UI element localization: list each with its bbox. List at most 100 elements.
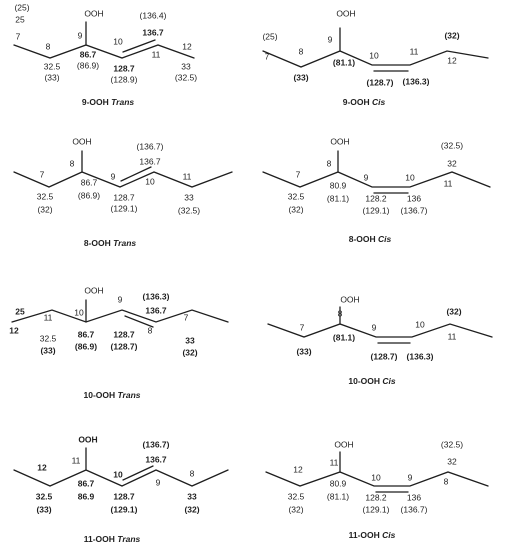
label: 32 bbox=[447, 158, 457, 168]
label: 8 bbox=[70, 158, 75, 168]
label: (25) bbox=[14, 2, 29, 12]
label: (81.1) bbox=[333, 332, 355, 342]
label: 11 bbox=[72, 455, 81, 465]
label: 11 bbox=[44, 312, 53, 322]
label: 86.7 bbox=[78, 478, 95, 488]
label: 128.7 bbox=[113, 192, 135, 202]
label: (32.5) bbox=[441, 140, 463, 150]
carbon-chain bbox=[13, 469, 229, 487]
label: 8 bbox=[190, 468, 195, 478]
label: 80.9 bbox=[330, 180, 347, 190]
label: 32.5 bbox=[44, 61, 61, 71]
label: 32 bbox=[447, 456, 457, 466]
label: (33) bbox=[36, 504, 51, 514]
label: 128.7 bbox=[113, 329, 135, 339]
carbon-chain bbox=[265, 471, 489, 487]
caption: 9-OOH Trans bbox=[82, 97, 135, 107]
label: (32.5) bbox=[178, 205, 200, 215]
label: (86.9) bbox=[77, 60, 99, 70]
label: 7 bbox=[300, 322, 305, 332]
label: 32.5 bbox=[37, 191, 54, 201]
label: (32) bbox=[184, 504, 199, 514]
label: 8 bbox=[46, 41, 51, 51]
label: 10 bbox=[113, 469, 123, 479]
label: OOH bbox=[84, 8, 103, 18]
label: 7 bbox=[184, 312, 189, 322]
label: (86.9) bbox=[75, 341, 97, 351]
label: 136.7 bbox=[145, 454, 167, 464]
structure-11-ooh-trans: 12 32.5 (33) OOH 11 86.7 86.9 10 128.7 (… bbox=[13, 434, 229, 544]
label: (81.1) bbox=[327, 491, 349, 501]
label: (32) bbox=[37, 204, 52, 214]
label: (136.7) bbox=[137, 141, 164, 151]
label: OOH bbox=[334, 439, 353, 449]
label: 25 bbox=[15, 306, 25, 316]
carbon-chain bbox=[13, 171, 233, 188]
label: 10 bbox=[371, 472, 381, 482]
label: 32.5 bbox=[288, 491, 305, 501]
label: (81.1) bbox=[327, 193, 349, 203]
label: 9 bbox=[118, 294, 123, 304]
caption: 8-OOH Cis bbox=[349, 234, 392, 244]
label: (129.1) bbox=[111, 504, 138, 514]
label: 7 bbox=[40, 169, 45, 179]
structure-8-ooh-trans: 7 32.5 (32) OOH 8 86.7 (86.9) 9 128.7 (1… bbox=[13, 136, 233, 248]
label: (136.3) bbox=[143, 291, 170, 301]
label: 8 bbox=[299, 46, 304, 56]
label: OOH bbox=[84, 285, 103, 295]
label: 11 bbox=[183, 171, 192, 181]
label: 12 bbox=[293, 464, 303, 474]
label: 12 bbox=[182, 41, 192, 51]
label: (33) bbox=[40, 345, 55, 355]
label: (128.9) bbox=[111, 74, 138, 84]
label: 11 bbox=[444, 178, 453, 188]
label: 12 bbox=[9, 325, 19, 335]
label: (33) bbox=[293, 72, 308, 82]
caption: 8-OOH Trans bbox=[84, 238, 137, 248]
structure-9-ooh-cis: (25) 7 8 (33) OOH 9 (81.1) 10 (128.7) 11… bbox=[262, 8, 489, 107]
label: 136 bbox=[407, 193, 421, 203]
structure-10-ooh-trans: 25 12 11 32.5 (33) OOH 10 86.7 (86.9) 9 … bbox=[9, 285, 229, 400]
label: 8 bbox=[327, 158, 332, 168]
label: 9 bbox=[156, 477, 161, 487]
label: 8 bbox=[444, 476, 449, 486]
caption: 11-OOH Cis bbox=[349, 530, 396, 540]
label: 9 bbox=[111, 171, 116, 181]
label: (33) bbox=[296, 346, 311, 356]
label: OOH bbox=[330, 136, 349, 146]
label: OOH bbox=[340, 294, 359, 304]
double-bond-line bbox=[122, 39, 156, 53]
label: (136.7) bbox=[401, 504, 428, 514]
label: 10 bbox=[405, 172, 415, 182]
label: 32.5 bbox=[36, 491, 53, 501]
label: 9 bbox=[78, 30, 83, 40]
label: 128.7 bbox=[113, 491, 135, 501]
double-bond-line bbox=[120, 166, 152, 182]
label: 10 bbox=[415, 319, 425, 329]
label: (129.1) bbox=[363, 205, 390, 215]
label: 12 bbox=[447, 55, 457, 65]
label: 8 bbox=[148, 325, 153, 335]
label: (32) bbox=[182, 347, 197, 357]
label: 11 bbox=[330, 457, 339, 467]
label: (128.7) bbox=[371, 351, 398, 361]
label: 11 bbox=[152, 49, 161, 59]
label: 8 bbox=[338, 308, 343, 318]
label: 32.5 bbox=[40, 333, 57, 343]
caption: 11-OOH Trans bbox=[84, 534, 141, 544]
structure-11-ooh-cis: 12 32.5 (32) OOH 11 80.9 (81.1) 10 128.2… bbox=[265, 439, 489, 540]
label: 136.7 bbox=[142, 27, 164, 37]
label: (32) bbox=[288, 204, 303, 214]
label: (129.1) bbox=[111, 203, 138, 213]
label: 10 bbox=[113, 36, 123, 46]
caption: 10-OOH Cis bbox=[348, 376, 396, 386]
label: (81.1) bbox=[333, 57, 355, 67]
label: 7 bbox=[16, 31, 21, 41]
label: (136.3) bbox=[407, 351, 434, 361]
label: 10 bbox=[369, 50, 379, 60]
label: 9 bbox=[372, 322, 377, 332]
label: 33 bbox=[184, 192, 194, 202]
label: 9 bbox=[364, 172, 369, 182]
label: OOH bbox=[72, 136, 91, 146]
